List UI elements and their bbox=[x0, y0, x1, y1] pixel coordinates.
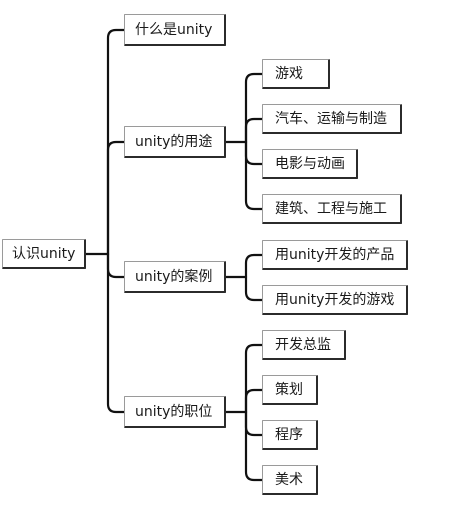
connector-uses-to-child-2 bbox=[244, 117, 264, 144]
branch-node-label: unity的案例 bbox=[135, 268, 213, 285]
branch-node-label: 什么是unity bbox=[135, 21, 213, 38]
connector-cases-to-child-2 bbox=[244, 275, 264, 302]
leaf-node-label: 建筑、工程与施工 bbox=[275, 200, 387, 217]
leaf-node-dev-director[interactable]: 开发总监 bbox=[262, 330, 346, 360]
leaf-node-automotive[interactable]: 汽车、运输与制造 bbox=[262, 104, 402, 134]
leaf-node-label: 游戏 bbox=[275, 65, 303, 82]
leaf-node-games[interactable]: 游戏 bbox=[262, 59, 330, 89]
leaf-node-label: 策划 bbox=[275, 381, 303, 398]
leaf-node-label: 用unity开发的游戏 bbox=[275, 291, 395, 308]
connector-root-to-uses bbox=[106, 140, 126, 256]
connector-jobs-to-child-1 bbox=[244, 343, 264, 414]
connector-uses-to-child-4 bbox=[244, 140, 264, 211]
branch-node-label: unity的用途 bbox=[135, 133, 213, 150]
leaf-node-planner[interactable]: 策划 bbox=[262, 375, 318, 405]
connector-jobs-to-child-4 bbox=[244, 410, 264, 482]
leaf-node-label: 电影与动画 bbox=[275, 155, 345, 172]
connector-root-to-cases bbox=[106, 252, 126, 279]
root-node-label: 认识unity bbox=[12, 245, 76, 262]
leaf-node-label: 开发总监 bbox=[275, 336, 331, 353]
connector-uses-to-child-1 bbox=[244, 72, 264, 144]
branch-node-unity-cases[interactable]: unity的案例 bbox=[124, 261, 226, 293]
branch-node-unity-jobs[interactable]: unity的职位 bbox=[124, 396, 226, 428]
connector-uses-to-child-3 bbox=[244, 140, 264, 166]
leaf-node-products-made[interactable]: 用unity开发的产品 bbox=[262, 240, 408, 270]
leaf-node-label: 用unity开发的产品 bbox=[275, 246, 395, 263]
leaf-node-film-animation[interactable]: 电影与动画 bbox=[262, 149, 358, 179]
connector-root-to-jobs bbox=[106, 252, 126, 414]
branch-node-unity-uses[interactable]: unity的用途 bbox=[124, 126, 226, 158]
leaf-node-programmer[interactable]: 程序 bbox=[262, 420, 318, 450]
leaf-node-art[interactable]: 美术 bbox=[262, 465, 318, 495]
branch-node-what-is-unity[interactable]: 什么是unity bbox=[124, 14, 226, 46]
leaf-node-label: 美术 bbox=[275, 471, 303, 488]
connector-cases-to-child-1 bbox=[244, 253, 264, 279]
leaf-node-games-made[interactable]: 用unity开发的游戏 bbox=[262, 285, 408, 315]
connector-root-to-what-is bbox=[106, 28, 126, 256]
branch-node-label: unity的职位 bbox=[135, 403, 213, 420]
connector-jobs-to-child-2 bbox=[244, 388, 264, 414]
leaf-node-label: 汽车、运输与制造 bbox=[275, 110, 387, 127]
root-node[interactable]: 认识unity bbox=[2, 239, 86, 269]
connector-jobs-to-child-3 bbox=[244, 410, 264, 437]
leaf-node-label: 程序 bbox=[275, 426, 303, 443]
leaf-node-architecture[interactable]: 建筑、工程与施工 bbox=[262, 194, 402, 224]
